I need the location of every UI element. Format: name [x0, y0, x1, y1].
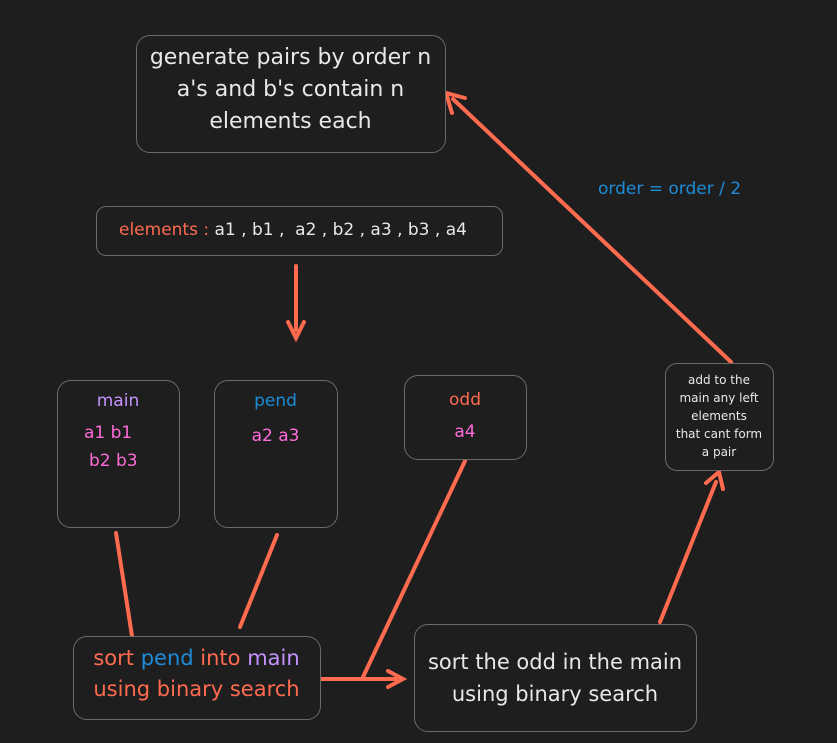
odd-values: a4: [454, 422, 476, 442]
elements-values: a1 , b1 , a2 , b2 , a3 , b3 , a4: [214, 220, 467, 240]
pend-box: pend a2 a3: [214, 380, 338, 528]
pend-title: pend: [254, 391, 297, 411]
sort-odd-line-2: using binary search: [451, 682, 659, 706]
leftover-line-2: main any left: [679, 391, 759, 405]
arrowhead-sort-odd-to-leftover: [704, 468, 725, 491]
leftover-box: add to the main any left elements that c…: [665, 363, 774, 471]
generate-line-2: a's and b's contain n: [176, 77, 405, 102]
leftover-line-5: a pair: [701, 445, 737, 459]
arrowhead-elements-down: [286, 320, 306, 343]
elements-label: elements :: [119, 220, 210, 240]
sort-pend-line-1: sort pend into main: [74, 646, 319, 670]
arrow-sort-odd-to-leftover: [658, 480, 718, 624]
sort-word: sort: [93, 646, 134, 670]
elements-box: elements : a1 , b1 , a2 , b2 , a3 , b3 ,…: [96, 206, 503, 256]
arrowhead-sort-to-sort-odd: [386, 669, 408, 689]
arrowhead-leftover-to-generate: [443, 90, 467, 115]
leftover-line-4: that cant form: [675, 427, 763, 441]
main-pair-1: a1 b1: [84, 423, 133, 443]
sort-pend-box: sort pend into main using binary search: [73, 636, 321, 720]
sort-odd-box: sort the odd in the main using binary se…: [414, 624, 697, 732]
odd-title: odd: [449, 390, 481, 410]
line-main-to-sort: [114, 531, 134, 638]
arrow-leftover-to-generate: [451, 97, 733, 364]
main-title: main: [96, 391, 140, 411]
main-box: main a1 b1 b2 b3: [57, 380, 180, 528]
into-word: into: [200, 646, 241, 670]
leftover-line-1: add to the: [688, 373, 750, 387]
generate-line-1: generate pairs by order n: [149, 45, 432, 70]
odd-box: odd a4: [404, 375, 527, 460]
main-pair-2: b2 b3: [89, 451, 138, 471]
pend-values: a2 a3: [251, 426, 300, 446]
line-odd-to-junction: [361, 459, 467, 679]
generate-pairs-box: generate pairs by order n a's and b's co…: [136, 35, 446, 153]
sort-pend-line-2: using binary search: [93, 677, 300, 701]
pend-word: pend: [140, 646, 194, 670]
main-word: main: [247, 646, 300, 670]
generate-line-3: elements each: [209, 109, 372, 134]
order-label: order = order / 2: [598, 179, 742, 199]
leftover-line-3: elements: [691, 409, 747, 423]
sort-odd-line-1: sort the odd in the main: [427, 650, 683, 674]
line-pend-to-sort: [238, 533, 279, 629]
elements-row: elements : a1 , b1 , a2 , b2 , a3 , b3 ,…: [119, 220, 467, 240]
